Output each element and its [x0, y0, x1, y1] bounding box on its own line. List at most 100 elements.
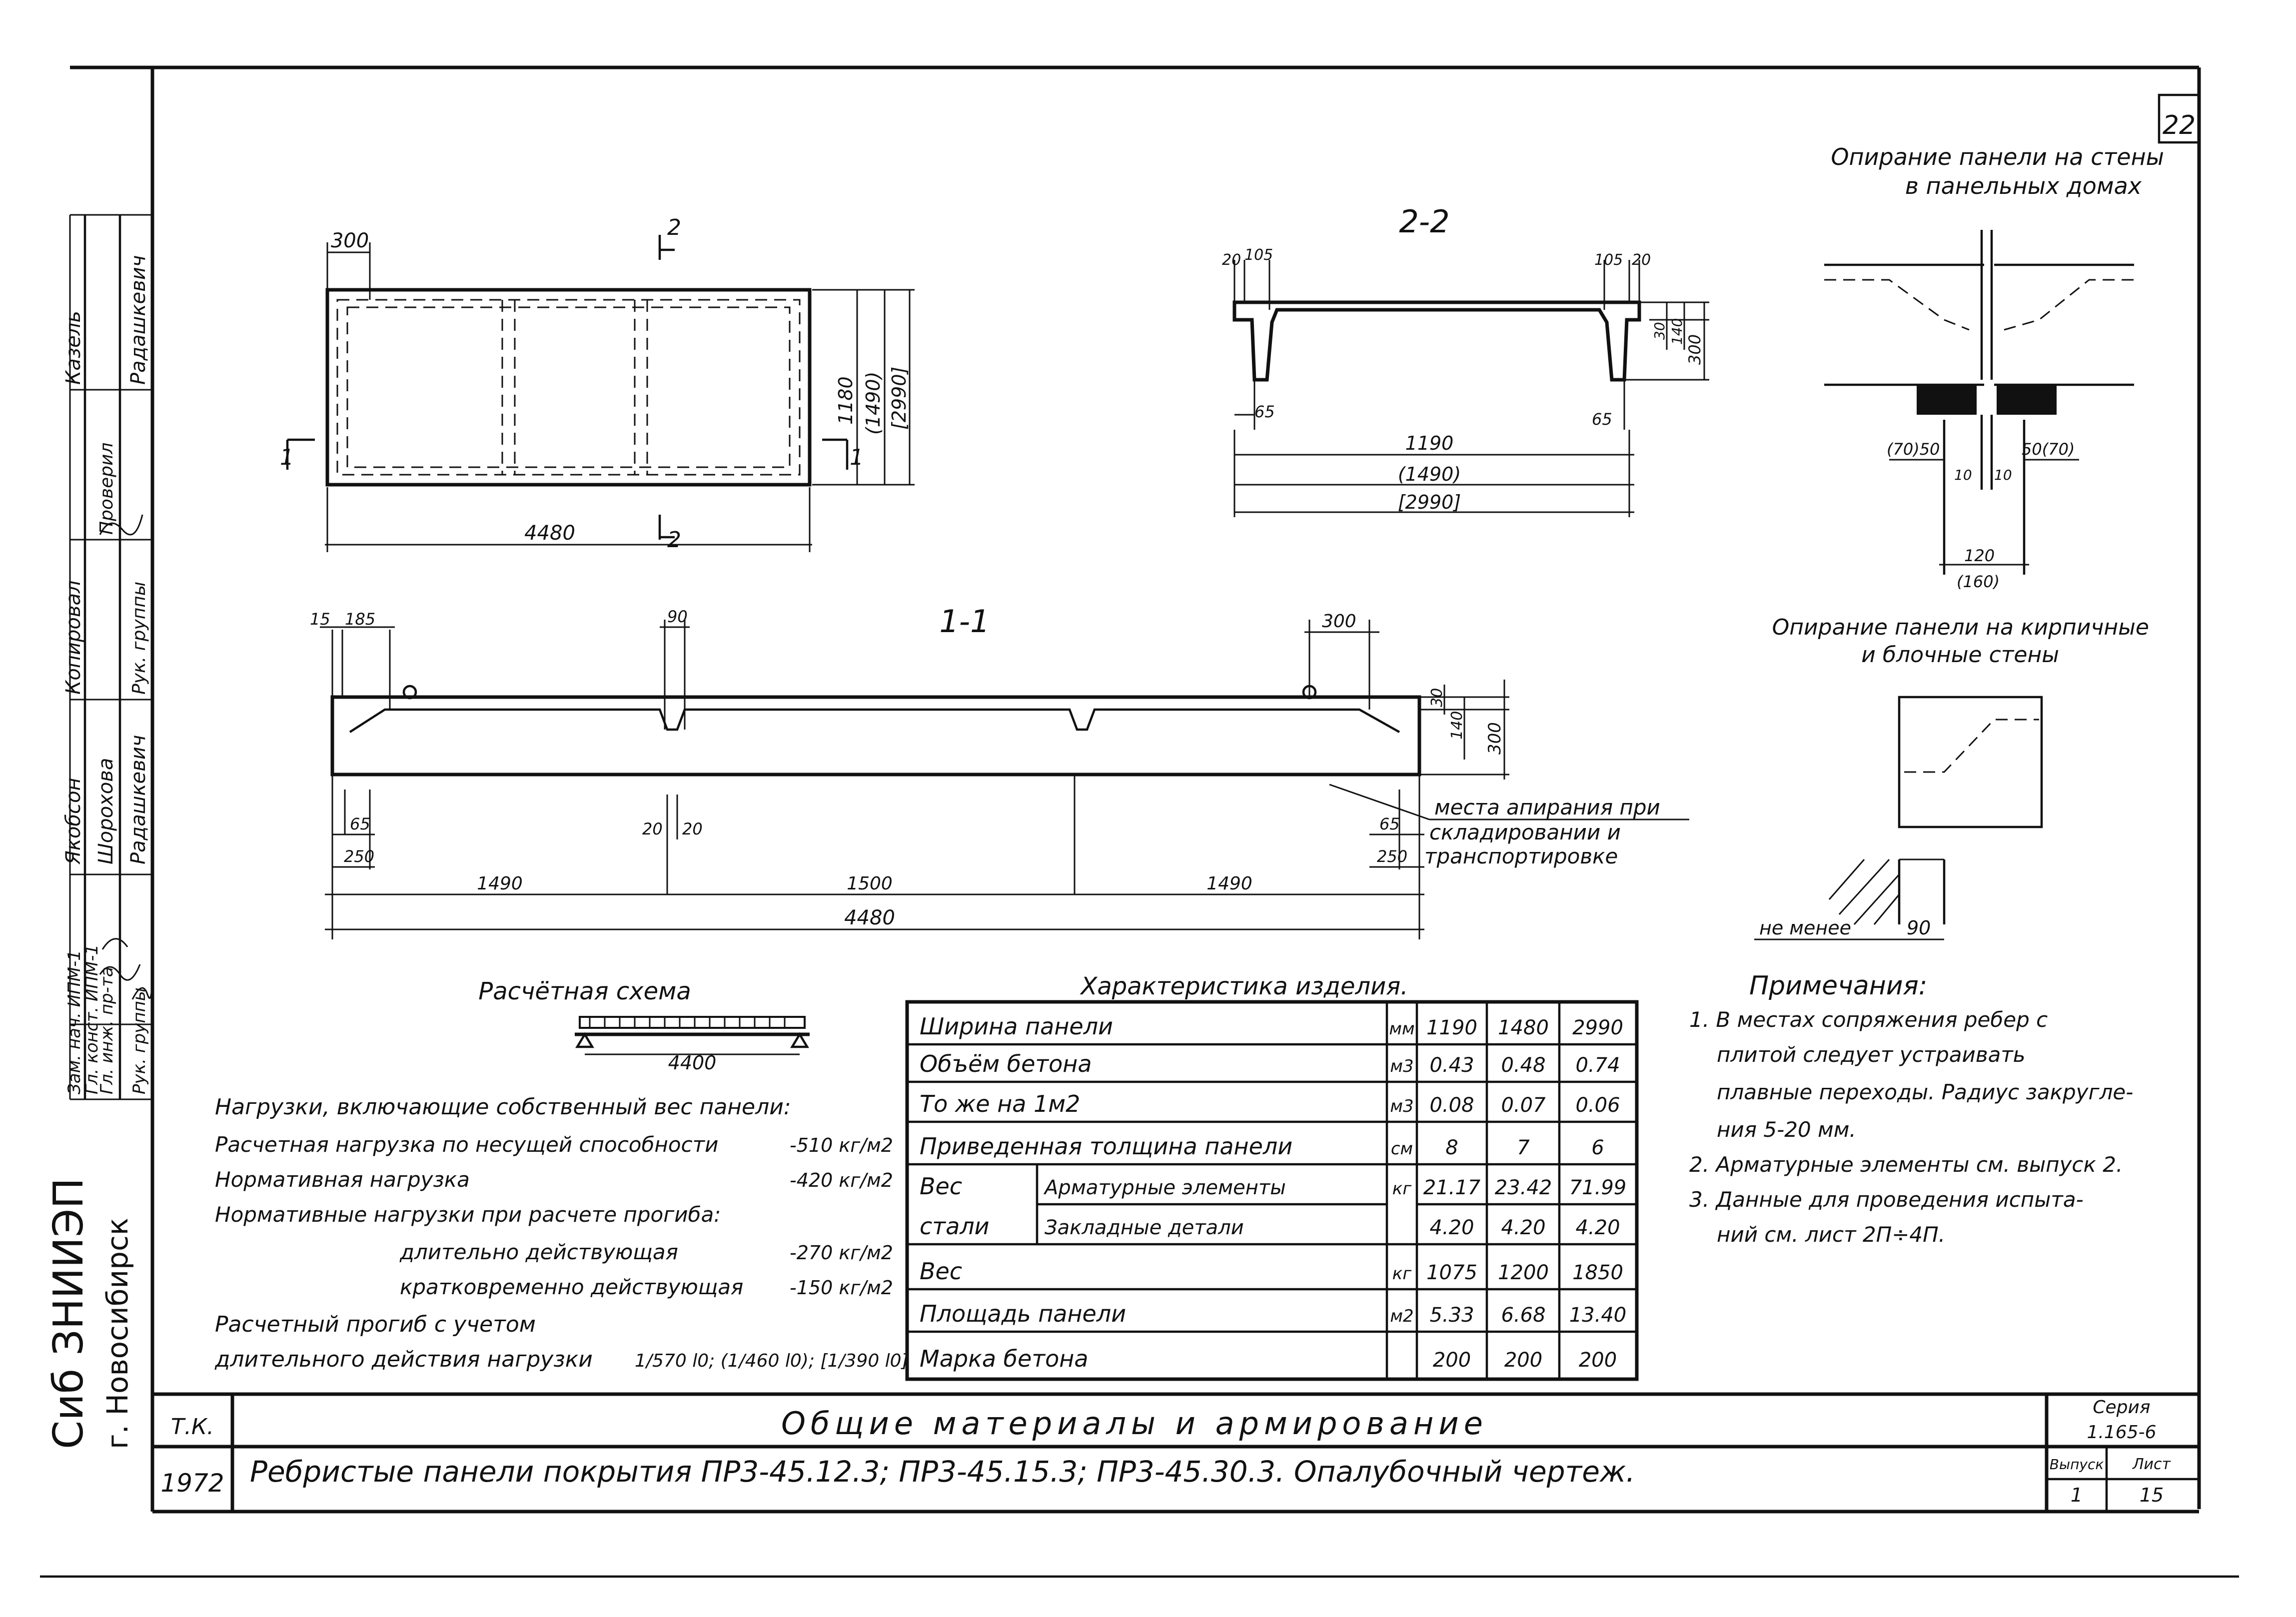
char-row-unit: кг [1392, 1264, 1412, 1284]
char-row-value-2: 0.07 [1501, 1094, 1546, 1117]
calc-scheme-span: 4400 [668, 1052, 717, 1074]
title-block: Т.К. 1972 Общие материалы и армирование … [152, 1392, 2199, 1512]
sheet-label: Лист [2132, 1456, 2172, 1473]
char-row-unit: см [1391, 1139, 1413, 1159]
spw-dim-120: 120 [1964, 546, 1995, 565]
load-deflection-label: Нормативные нагрузки при расчете прогиба… [215, 1202, 721, 1227]
note-line-4: ния 5-20 мм. [1717, 1117, 1856, 1142]
s11-dim-4480: 4480 [844, 906, 895, 929]
sheet-number-box: 22 [2158, 93, 2201, 144]
char-row-value-1: 0.43 [1429, 1054, 1474, 1077]
char-row-value-1: 1190 [1426, 1016, 1477, 1039]
side-stamp: Рук. группы Гл. инж. пр-та Гл. конст. ИП… [45, 214, 153, 1449]
char-row-value-3: 0.06 [1575, 1094, 1620, 1117]
char-row-name: Марка бетона [920, 1345, 1089, 1372]
s22-dim-105-left: 105 [1244, 246, 1273, 264]
s11-dim-65-right: 65 [1379, 814, 1400, 833]
s11-dim-1500: 1500 [847, 873, 893, 894]
s11-dim-65-left: 65 [350, 814, 370, 833]
char-row-name: То же на 1м2 [920, 1090, 1080, 1117]
char-row-value-2: 1480 [1498, 1016, 1549, 1039]
s22-dim-2990: [2990] [1398, 491, 1461, 513]
char-row-name: Объём бетона [920, 1050, 1092, 1077]
s11-dim-185: 185 [345, 610, 375, 629]
stamp-group-lead: Рук. группы [129, 582, 149, 695]
s22-dim-105-right: 105 [1594, 251, 1623, 269]
support-brick-title-2: и блочные стены [1861, 642, 2059, 668]
support-note-line2: складировании и [1429, 820, 1621, 844]
char-row-value-2: 23.42 [1495, 1176, 1552, 1199]
characteristics-title: Характеристика изделия. [1080, 972, 1408, 1000]
load-short-term-label: кратковременно действующая [400, 1275, 743, 1299]
s11-dim-140: 140 [1448, 711, 1466, 740]
char-row-value-2: 7 [1517, 1136, 1530, 1159]
sheet-number: 22 [2163, 110, 2196, 140]
load-normative-label: Нормативная нагрузка [215, 1167, 470, 1192]
sheet-value: 15 [2140, 1484, 2164, 1506]
support-note-line3: транспортировке [1424, 844, 1618, 868]
load-design-label: Расчетная нагрузка по несущей способност… [215, 1132, 718, 1157]
plan-dim-4480: 4480 [524, 522, 575, 545]
char-row-name: Вес [920, 1258, 962, 1285]
section-1-1-title: 1-1 [939, 603, 990, 640]
section-mark-1-right: 1 [850, 445, 864, 470]
s11-dim-20-b: 20 [682, 819, 703, 838]
s22-dim-140: 140 [1669, 318, 1685, 345]
spw-dim-50-70: 50(70) [2022, 440, 2075, 459]
plan-view: 300 4480 1180 (1490) [2990] 2 2 1 1 [280, 215, 915, 553]
char-row-value-1: 200 [1433, 1349, 1471, 1372]
char-row-value-3: 2990 [1572, 1016, 1623, 1039]
char-row-name: Ширина панели [920, 1013, 1113, 1040]
org-name: Сиб ЗНИИЭП [45, 1178, 92, 1449]
signature-mark [99, 514, 143, 536]
s22-dim-65-right: 65 [1592, 410, 1612, 429]
section-mark-2-bottom: 2 [667, 527, 681, 553]
char-row-value-2: 1200 [1498, 1261, 1549, 1284]
load-design-value: -510 кг/м2 [790, 1134, 893, 1156]
char-row-unit: м3 [1390, 1056, 1413, 1076]
char-row-unit: м3 [1390, 1096, 1413, 1116]
load-long-term-label: длительно действующая [399, 1240, 678, 1264]
title-code: Т.К. [171, 1414, 214, 1440]
s22-dim-20-left: 20 [1222, 251, 1241, 269]
char-row-name: Вес [920, 1173, 962, 1200]
deflection-line2: длительного действия нагрузки [214, 1347, 593, 1372]
deflection-line1: Расчетный прогиб с учетом [215, 1312, 536, 1337]
load-normative-value: -420 кг/м2 [790, 1169, 893, 1191]
stamp-role-3: Гл. конст. ИПМ-1 [82, 944, 102, 1094]
stamp-name-2: Шорохова [94, 758, 117, 864]
char-row-value-3: 6 [1591, 1136, 1604, 1159]
stamp-role-4: Зам. нач. ИПМ-1 [64, 950, 84, 1094]
char-row-value-1: 8 [1445, 1136, 1458, 1159]
stamp-name-1: Радашкевич [127, 735, 150, 864]
spw-dim-160: (160) [1957, 572, 2000, 591]
plan-dim-2990: [2990] [888, 367, 910, 430]
issue-value: 1 [2071, 1484, 2083, 1506]
char-row-value-3: 13.40 [1569, 1304, 1627, 1327]
s11-dim-15: 15 [310, 610, 330, 629]
char-row-name: Приведенная толщина панели [920, 1133, 1292, 1160]
stamp-role-1: Рук. группы [129, 987, 149, 1094]
loads-heading: Нагрузки, включающие собственный вес пан… [215, 1094, 791, 1120]
note-line-7: ний см. лист 2П÷4П. [1717, 1222, 1945, 1247]
char-row-name: Площадь панели [920, 1300, 1126, 1327]
char-row-value-1: 5.33 [1429, 1304, 1474, 1327]
s22-dim-65-left: 65 [1254, 402, 1275, 421]
char-row-name: стали [920, 1213, 990, 1240]
notes-block: Примечания: 1. В местах сопряжения ребер… [1689, 971, 2133, 1247]
section-mark-1-left: 1 [280, 445, 294, 470]
s11-dim-250-right: 250 [1377, 847, 1407, 866]
char-row-sub: Арматурные элементы [1043, 1176, 1286, 1199]
load-short-term-value: -150 кг/м2 [790, 1277, 893, 1299]
char-row-unit: кг [1392, 1179, 1412, 1199]
s11-dim-1490-left: 1490 [477, 873, 523, 894]
calc-scheme-title: Расчётная схема [478, 977, 691, 1005]
section-2-2: 2-2 20 105 105 20 30 140 300 65 65 [1222, 203, 1709, 517]
calc-scheme: Расчётная схема 4400 [478, 977, 810, 1074]
char-row-value-2: 0.48 [1501, 1054, 1545, 1077]
series-value: 1.165-6 [2087, 1422, 2157, 1443]
s22-dim-20-right: 20 [1632, 251, 1651, 269]
plan-dim-1490: (1490) [862, 372, 884, 435]
